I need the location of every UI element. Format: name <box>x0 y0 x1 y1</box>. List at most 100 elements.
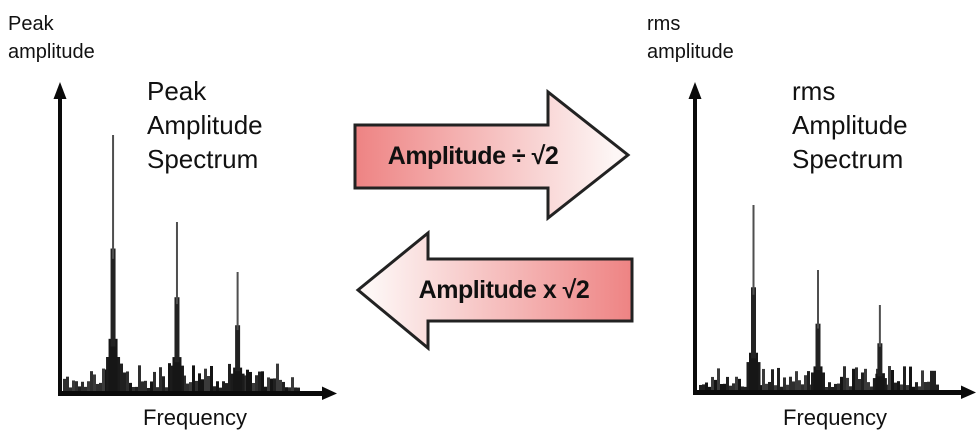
noise-bar <box>852 368 855 392</box>
noise-bar <box>735 376 738 392</box>
noise-bar <box>840 376 843 392</box>
noise-bar <box>156 387 159 393</box>
noise-bar <box>210 365 213 393</box>
noise-bar <box>777 367 780 392</box>
noise-bar <box>153 371 156 393</box>
noise-bar <box>63 378 66 393</box>
noise-bar <box>858 379 861 392</box>
noise-bar <box>918 386 921 392</box>
noise-bar <box>933 370 936 392</box>
noise-bar <box>186 383 189 393</box>
noise-bar <box>804 375 807 392</box>
noise-bar <box>258 371 261 393</box>
noise-bar <box>159 367 162 393</box>
arrow-right-shape <box>353 88 631 222</box>
noise-bar <box>891 369 894 392</box>
noise-bar <box>903 366 906 392</box>
noise-bar <box>99 382 102 393</box>
y-axis-line <box>693 95 697 394</box>
peak-mid <box>174 297 180 363</box>
noise-bar <box>723 383 726 392</box>
noise-bar <box>183 375 186 393</box>
noise-bar <box>165 387 168 393</box>
peak-mid <box>110 248 116 347</box>
noise-bar <box>102 368 105 393</box>
noise-bar <box>198 373 201 393</box>
noise-bar <box>783 377 786 392</box>
noise-bar <box>84 386 87 393</box>
noise-bar <box>261 371 264 393</box>
peak-mid <box>815 323 821 371</box>
noise-bar <box>792 381 795 392</box>
peak-mid <box>235 325 241 372</box>
noise-bar <box>78 386 81 393</box>
x-axis-line <box>693 390 961 395</box>
noise-bar <box>909 366 912 392</box>
noise-bar <box>75 381 78 393</box>
noise-bar <box>270 378 273 393</box>
noise-bar <box>150 381 153 393</box>
noise-bar <box>789 376 792 392</box>
left-title-line1: Peak <box>147 76 207 106</box>
noise-bar <box>294 387 297 393</box>
noise-bar <box>225 383 228 393</box>
noise-bar <box>798 380 801 392</box>
noise-bar <box>219 387 222 393</box>
arrow-top-label: Amplitude ÷ √2 <box>387 141 559 170</box>
noise-bar <box>741 386 744 392</box>
right-title-line3: Spectrum <box>792 144 904 174</box>
noise-bar <box>936 384 939 392</box>
noise-bar <box>720 383 723 392</box>
noise-bar <box>96 383 99 393</box>
noise-bar <box>267 377 270 393</box>
noise-bar <box>708 386 711 392</box>
noise-bar <box>714 379 717 392</box>
noise-bar <box>255 375 258 393</box>
right-y-axis-label-line2: amplitude <box>647 41 734 63</box>
noise-bar <box>834 383 837 392</box>
right-spectrum-plot <box>688 82 976 399</box>
noise-bar <box>138 365 141 393</box>
noise-bar <box>921 370 924 392</box>
noise-bar <box>762 368 765 392</box>
peak-mid <box>877 343 883 377</box>
left-title-line2: Amplitude <box>147 110 263 140</box>
peak-base <box>813 366 823 392</box>
noise-bar <box>228 363 231 393</box>
y-axis-line <box>58 95 62 395</box>
x-axis-line <box>58 391 322 396</box>
noise-bar <box>276 363 279 393</box>
noise-bar <box>120 363 123 393</box>
noise-bar <box>297 387 300 393</box>
noise-bar <box>732 383 735 392</box>
right-y-axis-label-line1: rms <box>647 13 681 35</box>
noise-bar <box>207 376 210 393</box>
y-axis-arrowhead-icon <box>53 82 67 99</box>
noise-bar <box>291 377 294 393</box>
noise-bar <box>765 383 768 392</box>
right-y-axis-label: rms amplitude <box>647 10 734 66</box>
noise-bar <box>897 381 900 392</box>
noise-bar <box>726 376 729 392</box>
arrow-left-shape <box>355 229 634 352</box>
noise-bar <box>711 376 714 392</box>
noise-bar <box>837 383 840 392</box>
noise-bar <box>927 381 930 392</box>
noise-bar <box>801 384 804 392</box>
right-title-line2: Amplitude <box>792 110 908 140</box>
noise-bar <box>162 376 165 393</box>
noise-bar <box>90 371 93 393</box>
noise-bar <box>201 379 204 393</box>
noise-bar <box>870 386 873 392</box>
noise-bar <box>717 368 720 392</box>
noise-bar <box>264 386 267 393</box>
noise-bar <box>273 378 276 393</box>
noise-bar <box>807 371 810 392</box>
left-spectrum-plot <box>53 82 337 400</box>
noise-bar <box>141 381 144 393</box>
noise-bar <box>288 387 291 393</box>
noise-bar <box>123 372 126 393</box>
noise-bar <box>744 386 747 392</box>
